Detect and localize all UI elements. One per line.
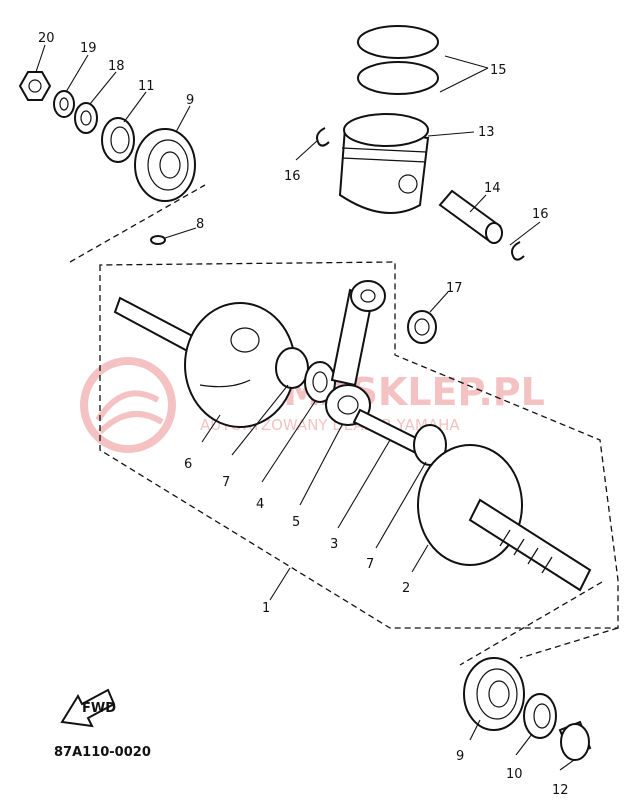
part-washer-18 [74, 102, 98, 134]
leader-lines [35, 44, 575, 771]
part-bearing-9-top [134, 128, 196, 202]
callout-15: 15 [490, 63, 507, 78]
fwd-arrow: FWD [60, 688, 116, 728]
part-piston-13 [338, 113, 430, 214]
part-key-8 [150, 235, 166, 245]
part-crank-left-6 [113, 296, 296, 428]
callout-12: 12 [552, 783, 569, 798]
callout-labels: 20 19 18 11 9 16 13 15 14 16 8 17 6 7 4 … [38, 31, 569, 798]
callout-16-right: 16 [532, 207, 549, 222]
part-clip-16-right [511, 241, 525, 261]
bottom-bearing-guide [459, 581, 619, 666]
part-spacer-12 [558, 720, 592, 761]
callout-19: 19 [80, 41, 97, 56]
callout-14: 14 [484, 181, 501, 196]
callout-2: 2 [402, 581, 410, 596]
part-clip-16-left [316, 127, 330, 147]
callout-8: 8 [196, 217, 204, 232]
diagram-code: 87A110-0020 [54, 745, 151, 760]
callout-16-left: 16 [284, 169, 301, 184]
callout-13: 13 [478, 125, 495, 140]
callout-9-bottom: 9 [456, 749, 464, 764]
callout-18: 18 [108, 59, 125, 74]
callout-17: 17 [446, 281, 463, 296]
callout-20: 20 [38, 31, 55, 46]
part-washer-19 [53, 90, 75, 118]
fwd-arrow-icon [60, 688, 116, 728]
callout-4: 4 [256, 497, 264, 512]
fwd-label: FWD [82, 701, 116, 716]
part-oil-seal-10 [523, 693, 557, 739]
part-washer-7-left [275, 347, 309, 389]
callout-7-left: 7 [222, 475, 230, 490]
callout-9-top: 9 [186, 93, 194, 108]
part-bearing-9-bottom [463, 657, 525, 731]
callout-1: 1 [262, 601, 270, 616]
part-piston-rings-15 [357, 25, 439, 95]
callout-3: 3 [330, 537, 338, 552]
part-piston-pin-14 [438, 189, 503, 244]
callout-5: 5 [292, 515, 300, 530]
part-needle-bearing-17 [407, 310, 437, 344]
callout-7-right: 7 [366, 557, 374, 572]
callout-10: 10 [506, 767, 523, 782]
callout-11: 11 [138, 79, 155, 94]
part-bearing-4 [304, 361, 336, 403]
watermark-logo-icon [80, 357, 176, 453]
callout-6: 6 [184, 457, 192, 472]
part-oil-seal-11 [101, 117, 135, 163]
crank-assembly-outline [69, 184, 619, 629]
part-nut-20 [18, 71, 52, 101]
part-crank-right-2 [417, 444, 592, 592]
